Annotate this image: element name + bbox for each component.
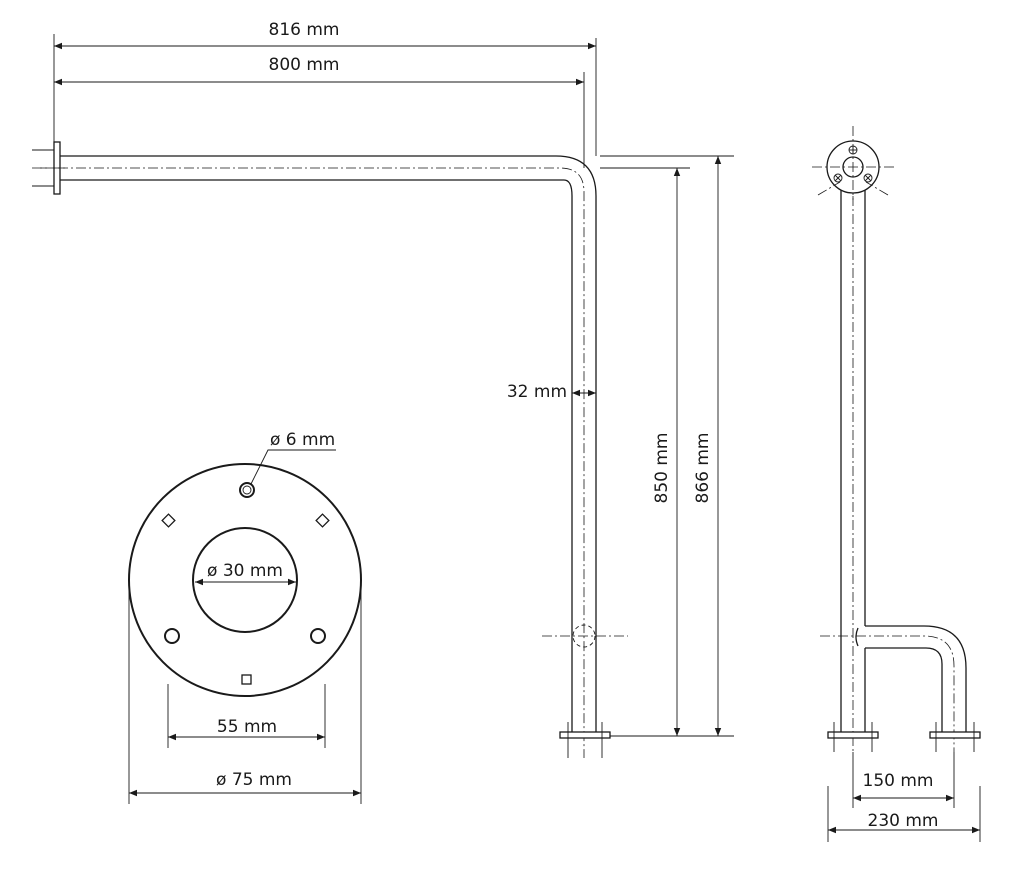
tube-inner xyxy=(60,179,573,736)
flange-outline xyxy=(128,463,362,697)
side-view: 150 mm 230 mm xyxy=(812,126,981,842)
dim-6: ø 6 mm xyxy=(270,430,335,450)
side-floor-flange-right xyxy=(929,731,981,739)
screw-hole-top xyxy=(239,482,255,498)
dim-150: 150 mm xyxy=(863,771,934,791)
dim-230: 230 mm xyxy=(868,811,939,831)
dim-800: 800 mm xyxy=(269,55,340,75)
diamond-mark-right xyxy=(315,513,330,528)
dim-30: ø 30 mm xyxy=(207,561,283,581)
dim-32: 32 mm xyxy=(507,382,567,402)
dim-816: 816 mm xyxy=(269,20,340,40)
dim-75: ø 75 mm xyxy=(216,770,292,790)
side-floor-flange-left xyxy=(827,731,879,739)
dim-866: 866 mm xyxy=(693,433,713,504)
side-hole-right xyxy=(310,628,326,644)
side-branch-inner xyxy=(865,647,943,736)
diamond-mark-left xyxy=(161,513,176,528)
flange-detail: ø 6 mm ø 30 mm 55 mm ø 75 mm xyxy=(128,430,362,804)
square-mark xyxy=(241,674,252,685)
tube-outer xyxy=(60,155,597,736)
side-branch-outer xyxy=(865,625,967,736)
floor-flange xyxy=(559,731,611,739)
dim-55: 55 mm xyxy=(217,717,277,737)
front-view: 816 mm 800 mm 32 mm 850 mm 866 mm xyxy=(32,20,734,758)
hidden-connection xyxy=(572,624,596,648)
center-hole xyxy=(192,527,298,633)
side-hole-left xyxy=(164,628,180,644)
dim-850: 850 mm xyxy=(652,433,672,504)
